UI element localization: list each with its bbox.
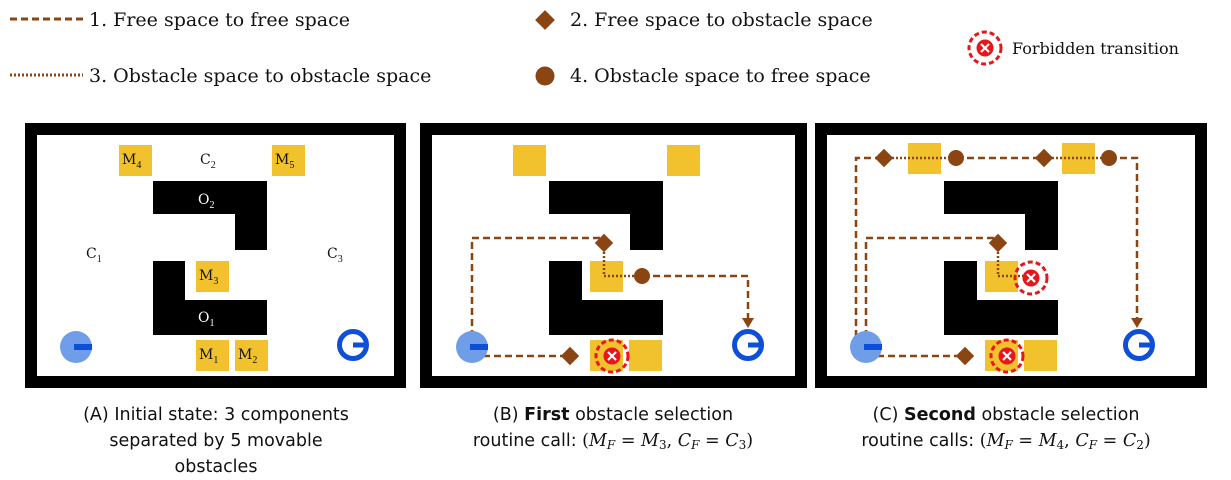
label-m1: M1 [199, 347, 218, 366]
caption-c: (C) Second obstacle selection routine ca… [856, 402, 1156, 458]
transition-diamond-icon [594, 233, 614, 253]
label-m2: M2 [238, 347, 257, 366]
panel-a: M4 M5 C2 O2 C1 C3 M3 O1 M1 M2 [25, 123, 406, 388]
movable-obstacle-m3 [985, 261, 1018, 292]
caption-a-tag: (A) [83, 405, 109, 425]
movable-obstacle-m5 [667, 145, 700, 176]
transition-diamond-icon [560, 346, 580, 366]
legend-item-1: 1. Free space to free space [89, 9, 350, 31]
panel-a-free-space [37, 135, 394, 376]
label-m5: M5 [275, 152, 294, 171]
panel-c [815, 123, 1207, 388]
obstacle-o1 [549, 261, 663, 335]
transition-diamond-icon [1034, 148, 1054, 168]
movable-obstacle-m2 [629, 340, 662, 371]
movable-obstacle-m3 [196, 261, 229, 292]
caption-b-bold: First [524, 405, 570, 425]
legend-item-4: 4. Obstacle space to free space [570, 65, 871, 87]
caption-b-tag: (B) [492, 405, 519, 425]
robot-icon [850, 331, 882, 363]
path-obstacle-to-obstacle [602, 244, 642, 278]
transition-dot-icon [1101, 150, 1117, 166]
obstacle-o1 [944, 261, 1058, 335]
movable-obstacle-m3 [590, 261, 623, 292]
caption-c-bold: Second [904, 405, 976, 425]
legend: 1. Free space to free space 3. Obstacle … [10, 9, 1179, 87]
panel-b-free-space [432, 135, 795, 376]
goal-icon [1126, 332, 1155, 359]
legend-dot-icon [535, 66, 555, 86]
panel-b [420, 123, 807, 388]
movable-obstacle-m4 [119, 145, 152, 176]
transition-diamond-icon [988, 233, 1008, 253]
robot-icon [456, 331, 488, 363]
legend-item-2: 2. Free space to obstacle space [570, 9, 873, 31]
caption-c-text: obstacle selection routine calls: [861, 405, 1140, 451]
caption-a-text: Initial state: 3 components separated by… [109, 405, 349, 477]
obstacle-o2 [153, 181, 267, 250]
caption-b-math: (MF = M3, CF = C3) [582, 431, 754, 452]
caption-b-text: obstacle selection routine call: [472, 405, 734, 451]
path-arrow [742, 318, 754, 328]
label-c2: C2 [200, 152, 216, 171]
transition-diamond-icon [955, 346, 975, 366]
legend-diamond-icon [535, 10, 555, 30]
path-obstacle-to-obstacle [884, 156, 1109, 278]
movable-obstacle-m1 [196, 340, 229, 371]
path-free-to-free [854, 156, 1139, 358]
caption-b: (B) First obstacle selection routine cal… [463, 402, 763, 458]
transition-dot-icon [948, 150, 964, 166]
movable-obstacle-m2 [235, 340, 268, 371]
legend-forbidden-icon [967, 30, 1003, 66]
obstacle-o2 [549, 181, 663, 250]
goal-icon [735, 332, 764, 359]
movable-obstacle-m4 [513, 145, 546, 176]
robot-icon [60, 331, 92, 363]
legend-item-3: 3. Obstacle space to obstacle space [89, 65, 431, 87]
caption-c-math: (MF = M4, CF = C2) [979, 431, 1151, 452]
obstacle-o2 [944, 181, 1058, 250]
movable-obstacle-m5 [1062, 143, 1095, 174]
path-arrow [1131, 318, 1143, 328]
legend-forbidden-label: Forbidden transition [1012, 39, 1179, 58]
caption-c-tag: (C) [872, 405, 899, 425]
transition-dot-icon [634, 268, 650, 284]
transition-diamond-icon [874, 148, 894, 168]
label-o1: O1 [198, 310, 214, 329]
movable-obstacle-m5 [272, 145, 305, 176]
path-free-to-free [470, 236, 750, 358]
figure-canvas: 1. Free space to free space 3. Obstacle … [10, 9, 1207, 388]
label-c3: C3 [327, 246, 343, 265]
label-m3: M3 [199, 268, 218, 287]
goal-icon [340, 332, 369, 359]
caption-a: (A) Initial state: 3 components separate… [66, 402, 366, 480]
label-c1: C1 [86, 246, 102, 265]
label-o2: O2 [198, 192, 214, 211]
obstacle-o1 [153, 261, 267, 335]
movable-obstacle-m2 [1024, 340, 1057, 371]
label-m4: M4 [122, 152, 141, 171]
